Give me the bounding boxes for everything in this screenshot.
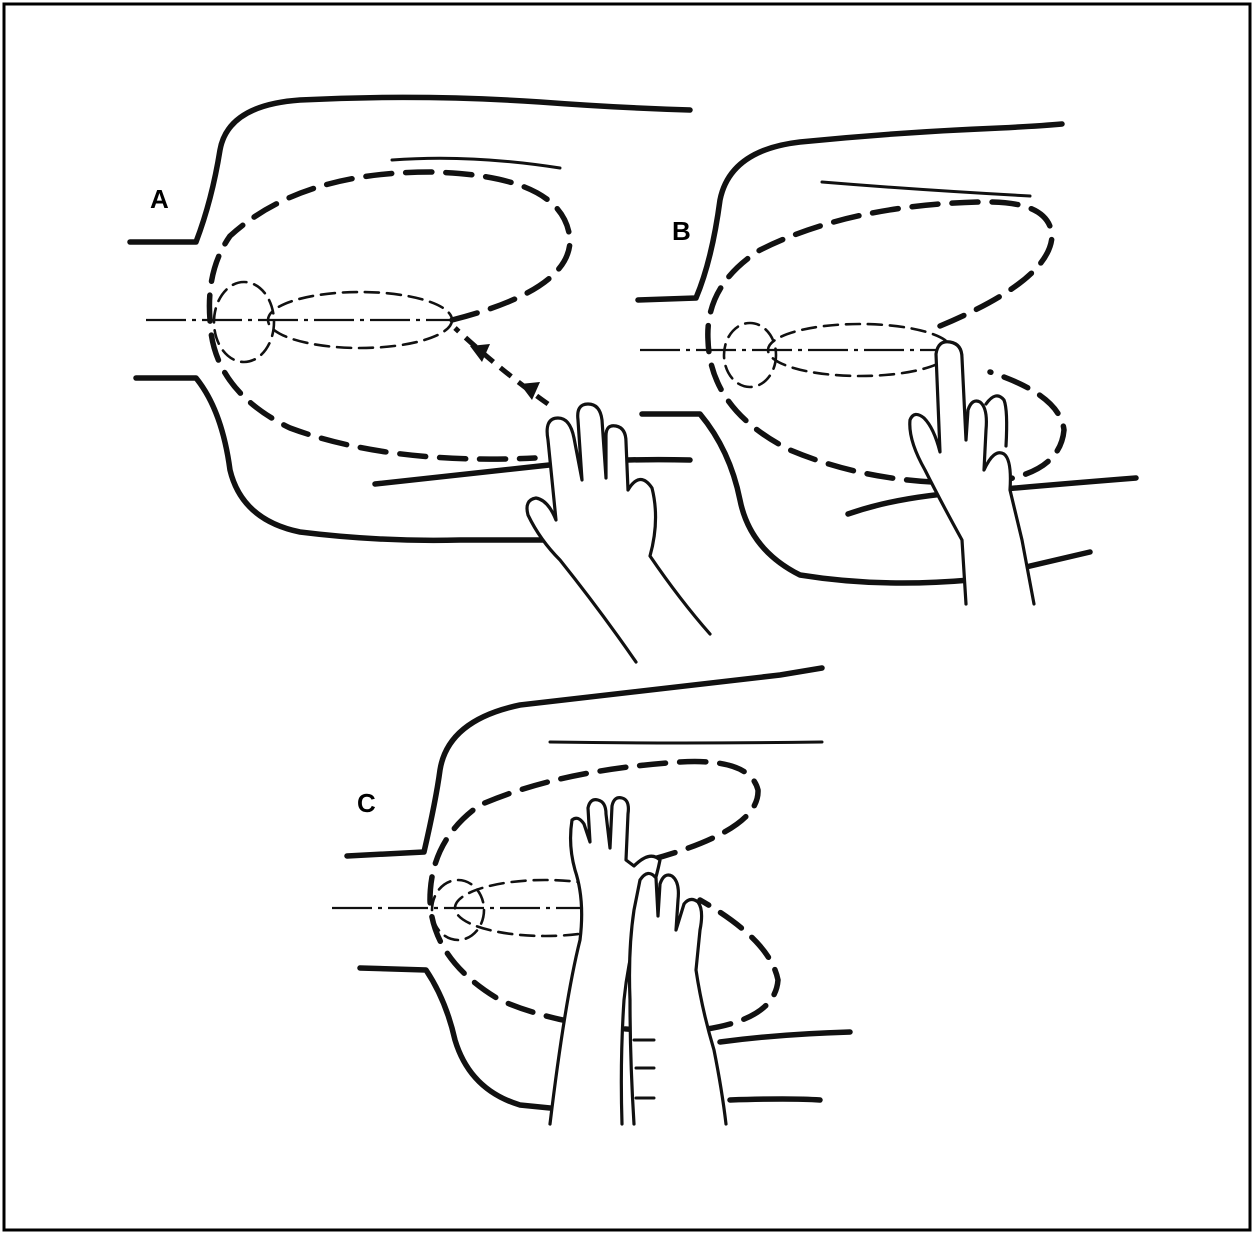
- panel-c-back-contour: [360, 968, 550, 1108]
- panel-c-lower-hand: [630, 873, 727, 1124]
- panel-b-abdomen-contour: [638, 124, 1062, 300]
- panel-c-label: C: [357, 788, 376, 818]
- panel-a-cervix: [214, 282, 274, 362]
- panel-c: C: [332, 668, 850, 1124]
- panel-b-fold-upper: [822, 182, 1030, 196]
- panel-a-fold-upper: [392, 158, 560, 168]
- panel-b-label: B: [672, 216, 691, 246]
- panel-c-thigh-lower: [730, 1099, 820, 1100]
- panel-b-finger-detail: [986, 396, 1007, 446]
- panel-a-examiner-hand: [527, 404, 710, 662]
- panel-a-label: A: [150, 184, 169, 214]
- panel-a-uterus-outline: [209, 172, 570, 459]
- panel-c-fold-upper: [550, 742, 822, 743]
- panel-c-thigh-line: [720, 1032, 850, 1042]
- panel-a: A: [130, 97, 710, 662]
- panel-b: B: [638, 124, 1136, 604]
- panel-b-uterus-outline: [708, 202, 1064, 483]
- panel-b-cervix: [724, 323, 776, 387]
